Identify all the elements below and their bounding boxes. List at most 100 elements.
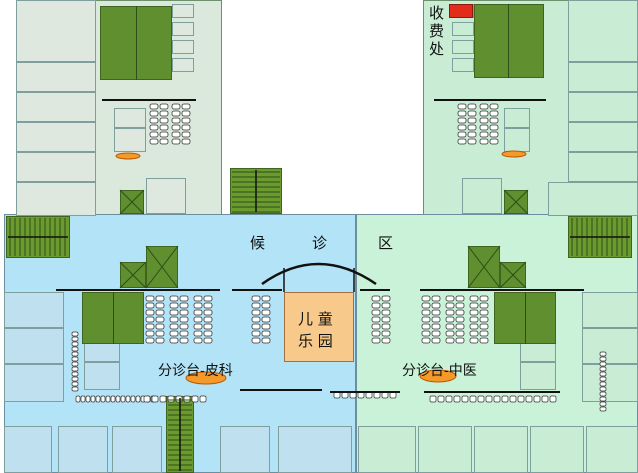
room [172, 4, 194, 18]
room [452, 22, 474, 36]
room [568, 152, 638, 182]
seat-row-icon [179, 316, 189, 323]
seat-row-icon [261, 316, 271, 323]
seat-row-icon [599, 361, 607, 367]
seat-row-icon [493, 395, 501, 403]
room [172, 58, 194, 72]
cashier-char-3: 处 [429, 40, 445, 58]
seat-row-icon [261, 330, 271, 337]
seat-row-icon [517, 395, 525, 403]
seat-row-icon [171, 131, 181, 138]
room [462, 178, 502, 214]
seat-row-icon [431, 302, 441, 309]
seat-row-icon [149, 124, 159, 131]
seat-row-icon [381, 323, 391, 330]
seat-row-icon [71, 381, 79, 387]
seat-row-icon [145, 316, 155, 323]
seat-row-icon [599, 396, 607, 402]
seat-row-icon [501, 395, 509, 403]
seat-row-icon [181, 110, 191, 117]
seat-row-icon [599, 371, 607, 377]
seat-row-icon [149, 138, 159, 145]
seat-row-icon [71, 366, 79, 372]
seat-row-icon [599, 401, 607, 407]
seat-row-icon [371, 323, 381, 330]
room [582, 328, 638, 364]
seat-row-icon [457, 124, 467, 131]
seat-row-icon [599, 366, 607, 372]
seat-row-icon [479, 110, 489, 117]
seat-row-icon [179, 323, 189, 330]
room [586, 426, 638, 473]
seat-row-icon [143, 395, 151, 403]
seat-row-icon [179, 295, 189, 302]
seat-row-icon [155, 316, 165, 323]
seat-row-icon [467, 103, 477, 110]
room [530, 426, 584, 473]
room [504, 108, 530, 128]
seat-row-icon [159, 103, 169, 110]
seat-row-icon [251, 295, 261, 302]
children-playground-line-2: 乐 园 [298, 332, 333, 350]
seat-row-icon [155, 295, 165, 302]
seat-row-icon [371, 330, 381, 337]
cashier-window [449, 4, 473, 18]
seat-row-icon [155, 302, 165, 309]
seat-row-icon [261, 309, 271, 316]
seat-row-icon [171, 117, 181, 124]
seat-row-icon [120, 395, 126, 403]
seat-row-icon [75, 395, 81, 403]
seat-row-icon [155, 337, 165, 344]
room [112, 426, 162, 473]
seat-row-icon [455, 309, 465, 316]
seat-row-icon [599, 376, 607, 382]
seat-row-icon [437, 395, 445, 403]
room [16, 92, 96, 122]
arch-icon [261, 262, 377, 286]
room [146, 178, 186, 214]
seat-row-icon [169, 295, 179, 302]
seat-row-icon [149, 117, 159, 124]
seat-row-icon [251, 323, 261, 330]
elevator-cross [503, 189, 529, 215]
room [568, 122, 638, 152]
seat-row-icon [71, 386, 79, 392]
room [452, 40, 474, 54]
seat-row-icon [485, 395, 493, 403]
seat-row-icon [181, 124, 191, 131]
seat-row-icon [479, 138, 489, 145]
seat-row-icon [71, 331, 79, 337]
seat-row-icon [371, 309, 381, 316]
seat-row-icon [251, 337, 261, 344]
seat-row-icon [171, 124, 181, 131]
seat-row-icon [381, 295, 391, 302]
seat-row-icon [169, 337, 179, 344]
seat-row-icon [261, 302, 271, 309]
seat-row-icon [431, 330, 441, 337]
seat-row-icon [169, 309, 179, 316]
seat-row-icon [599, 391, 607, 397]
seat-row-icon [90, 395, 96, 403]
seat-row-icon [193, 302, 203, 309]
seat-row-icon [467, 117, 477, 124]
triage-desk-icon [419, 369, 457, 383]
seat-row-icon [203, 302, 213, 309]
seat-row-icon [469, 302, 479, 309]
room [568, 92, 638, 122]
seat-row-icon [203, 295, 213, 302]
seat-row-icon [203, 337, 213, 344]
elevator-cross [119, 261, 147, 289]
seat-row-icon [193, 323, 203, 330]
seat-row-icon [151, 395, 159, 403]
seat-row-icon [71, 376, 79, 382]
seat-row-icon [445, 316, 455, 323]
seat-row-icon [251, 316, 261, 323]
seat-row-icon [599, 356, 607, 362]
seat-row-icon [100, 395, 106, 403]
room [172, 40, 194, 54]
seat-row-icon [431, 316, 441, 323]
seat-row-icon [145, 295, 155, 302]
seat-row-icon [193, 337, 203, 344]
seat-row-icon [181, 117, 191, 124]
seat-row-icon [371, 337, 381, 344]
